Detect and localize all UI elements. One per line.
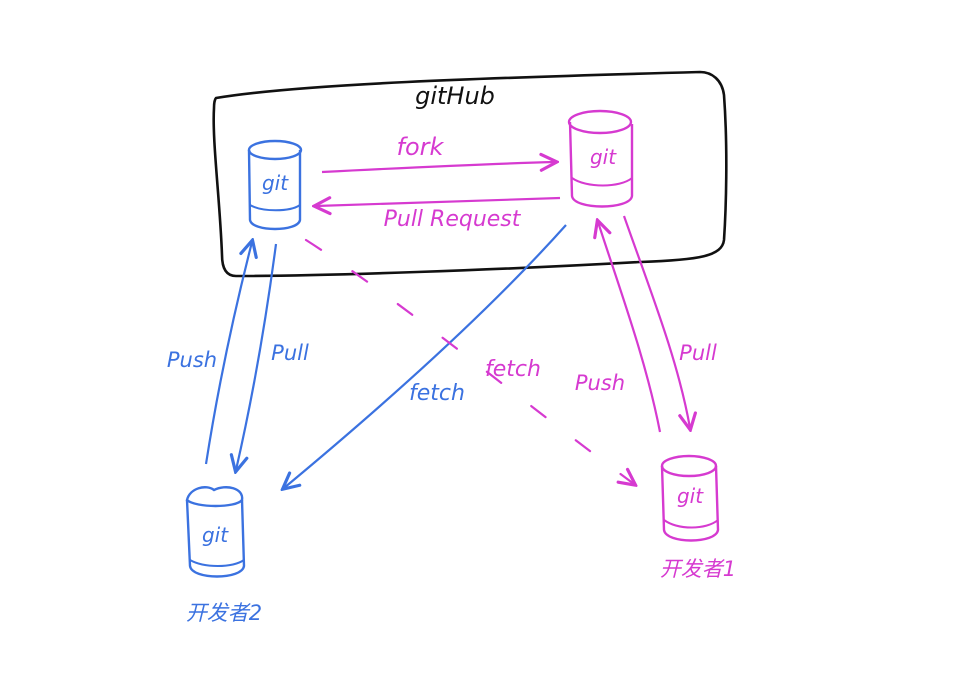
github-label: gitHub — [415, 82, 495, 110]
edge-dev1-pull-label: Pull — [679, 341, 717, 365]
edge-fork: fork — [321, 133, 555, 174]
repo-github-main-label: git — [262, 171, 289, 195]
edge-pull-request: Pull Request — [316, 198, 561, 232]
dev2-caption: 开发者2 — [186, 601, 262, 625]
repo-github-fork-label: git — [590, 145, 617, 169]
repo-dev1: git 开发者1 — [660, 454, 736, 581]
edge-dev2-fetch: fetch — [284, 224, 567, 488]
edge-dev1-pull: Pull — [622, 215, 717, 428]
repo-github-main: git — [247, 139, 303, 231]
edge-dev1-fetch-label: fetch — [485, 357, 541, 382]
edge-dev2-pull-label: Pull — [271, 341, 309, 365]
edge-dev1-fetch: fetch — [304, 238, 634, 484]
dev1-caption: 开发者1 — [660, 557, 736, 581]
edge-dev2-pull: Pull — [236, 243, 309, 470]
edge-pull-request-label: Pull Request — [384, 207, 522, 232]
repo-dev1-label: git — [677, 484, 704, 508]
github-box: gitHub — [212, 70, 728, 278]
repo-dev2-label: git — [202, 523, 229, 547]
edge-dev1-push: Push — [575, 222, 662, 433]
edge-dev2-fetch-label: fetch — [409, 381, 465, 406]
edge-dev2-push-label: Push — [167, 348, 217, 372]
repo-dev2: git 开发者2 — [185, 486, 262, 625]
repo-github-fork: git — [567, 109, 634, 208]
edge-dev1-push-label: Push — [575, 371, 625, 395]
edge-fork-label: fork — [397, 133, 445, 161]
edge-dev2-push: Push — [167, 242, 252, 465]
